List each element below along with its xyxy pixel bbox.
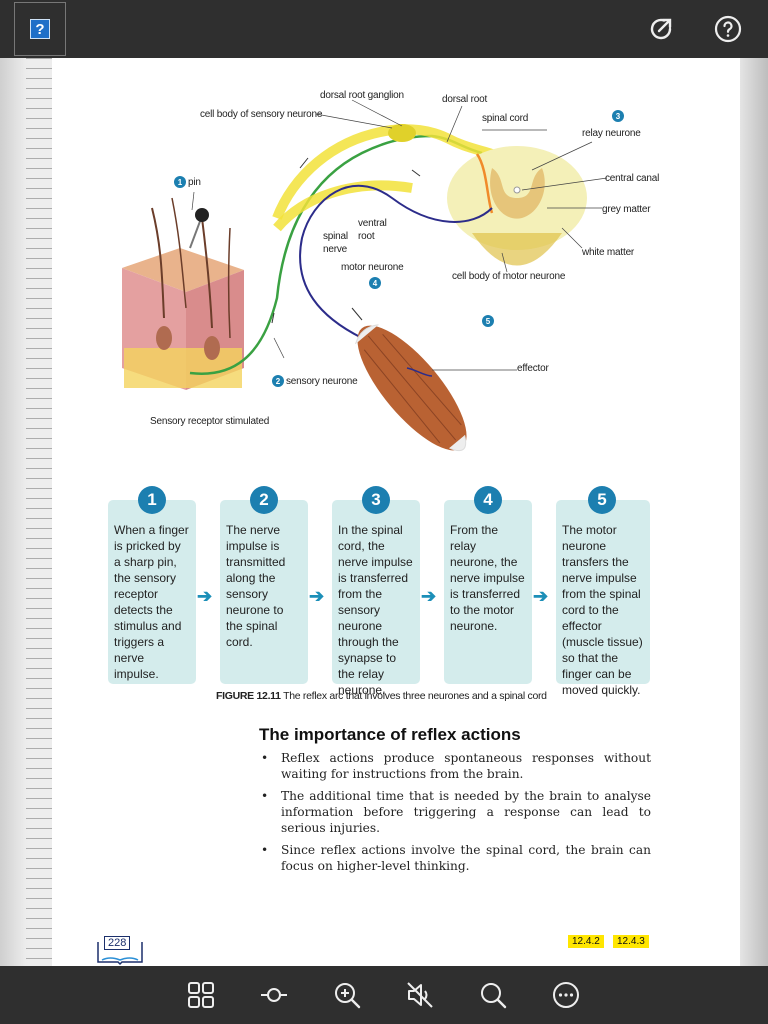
arrow-right-icon: ➔ [421,586,437,606]
label-white-matter: white matter [582,247,635,258]
top-toolbar: ? [0,0,768,58]
help-icon[interactable] [713,14,743,44]
label-sensory-neurone: sensory neurone [286,376,358,387]
book-page[interactable]: dorsal root ganglion dorsal root cell bo… [52,58,740,966]
dorsal-root-ganglion [388,124,416,142]
label-ventral: ventral [358,218,387,229]
page-binding [26,58,54,966]
label-spinal: spinal [323,231,348,242]
mute-icon[interactable] [405,980,435,1010]
standard-tag: 12.4.2 [568,935,604,948]
bullet-item: The additional time that is needed by th… [259,788,651,836]
step-box-5: The motor neurone transfers the nerve im… [556,500,650,697]
central-canal [513,186,521,194]
grey-matter [490,168,545,219]
label-dorsal-root: dorsal root [442,94,488,105]
step-text: When a finger is pricked by a sharp pin,… [114,523,189,681]
arrow-right-icon: ➔ [309,586,325,606]
step-box-3: In the spinal cord, the nerve impulse is… [332,500,420,697]
step-box-2: The nerve impulse is transmitted along t… [220,500,308,684]
page-number: 228 [96,936,144,966]
section-heading: The importance of reflex actions [259,725,521,744]
figure-caption-text: The reflex arc that involves three neuro… [280,690,547,702]
label-cell-body-sensory: cell body of sensory neurone [200,109,323,120]
bullet-item: Reflex actions produce spontaneous respo… [259,750,651,782]
label-sensory-receptor: Sensory receptor stimulated [150,416,270,427]
book-icon [97,942,143,966]
step-text: In the spinal cord, the nerve impulse is… [338,523,413,697]
step-badge-5: 5 [588,486,616,514]
label-grey-matter: grey matter [602,204,651,215]
label-nerve: nerve [323,244,348,255]
step-badge-4: 4 [474,486,502,514]
step-box-4: From the relay neurone, the nerve impuls… [444,500,532,684]
flow-arrows [271,157,421,324]
standard-tag: 12.4.3 [613,935,649,948]
search-icon[interactable] [478,980,508,1010]
label-spinal-cord: spinal cord [482,113,529,124]
bullet-item: Since reflex actions involve the spinal … [259,842,651,874]
step-text: From the relay neurone, the nerve impuls… [450,523,525,633]
muscle-effector [355,324,467,452]
pin-head [195,208,209,222]
grid-icon[interactable] [186,980,216,1010]
leader-lines [191,99,608,371]
number-badge-1: 1 [174,176,186,188]
number-badge-4: 4 [369,277,381,289]
step-badge-2: 2 [250,486,278,514]
bottom-toolbar [0,966,768,1024]
step-badge-3: 3 [362,486,390,514]
label-central-canal: central canal [605,173,660,184]
reflex-steps: When a finger is pricked by a sharp pin,… [108,486,653,697]
help-square-icon: ? [30,19,50,39]
reflex-arc-illustration [122,99,608,452]
step-text: The motor neurone transfers the nerve im… [562,523,643,697]
more-icon[interactable] [551,980,581,1010]
label-motor-neurone: motor neurone [341,262,404,273]
label-pin: pin [188,177,201,188]
slider-icon[interactable] [259,980,289,1010]
zoom-in-icon[interactable] [332,980,362,1010]
label-root: root [358,231,375,242]
share-icon[interactable] [646,14,676,44]
step-box-1: When a finger is pricked by a sharp pin,… [108,500,196,684]
step-text: The nerve impulse is transmitted along t… [226,523,286,649]
arrow-right-icon: ➔ [197,586,213,606]
step-badge-1: 1 [138,486,166,514]
skin-block-illustration [122,197,244,390]
label-relay-neurone: relay neurone [582,128,641,139]
label-effector: effector [517,363,549,374]
number-badge-3: 3 [612,110,624,122]
page-number-text: 228 [104,936,131,950]
figure-caption: FIGURE 12.11 The reflex arc that involve… [216,690,547,702]
figure-number: FIGURE 12.11 [216,690,281,702]
label-dorsal-root-ganglion: dorsal root ganglion [320,90,404,101]
bullet-list: Reflex actions produce spontaneous respo… [259,750,651,880]
reflex-arc-diagram: dorsal root ganglion dorsal root cell bo… [52,58,740,478]
page-help-button[interactable]: ? [14,2,66,56]
number-badge-5: 5 [482,315,494,327]
label-cell-body-motor: cell body of motor neurone [452,271,566,282]
number-badge-2: 2 [272,375,284,387]
arrow-right-icon: ➔ [533,586,549,606]
